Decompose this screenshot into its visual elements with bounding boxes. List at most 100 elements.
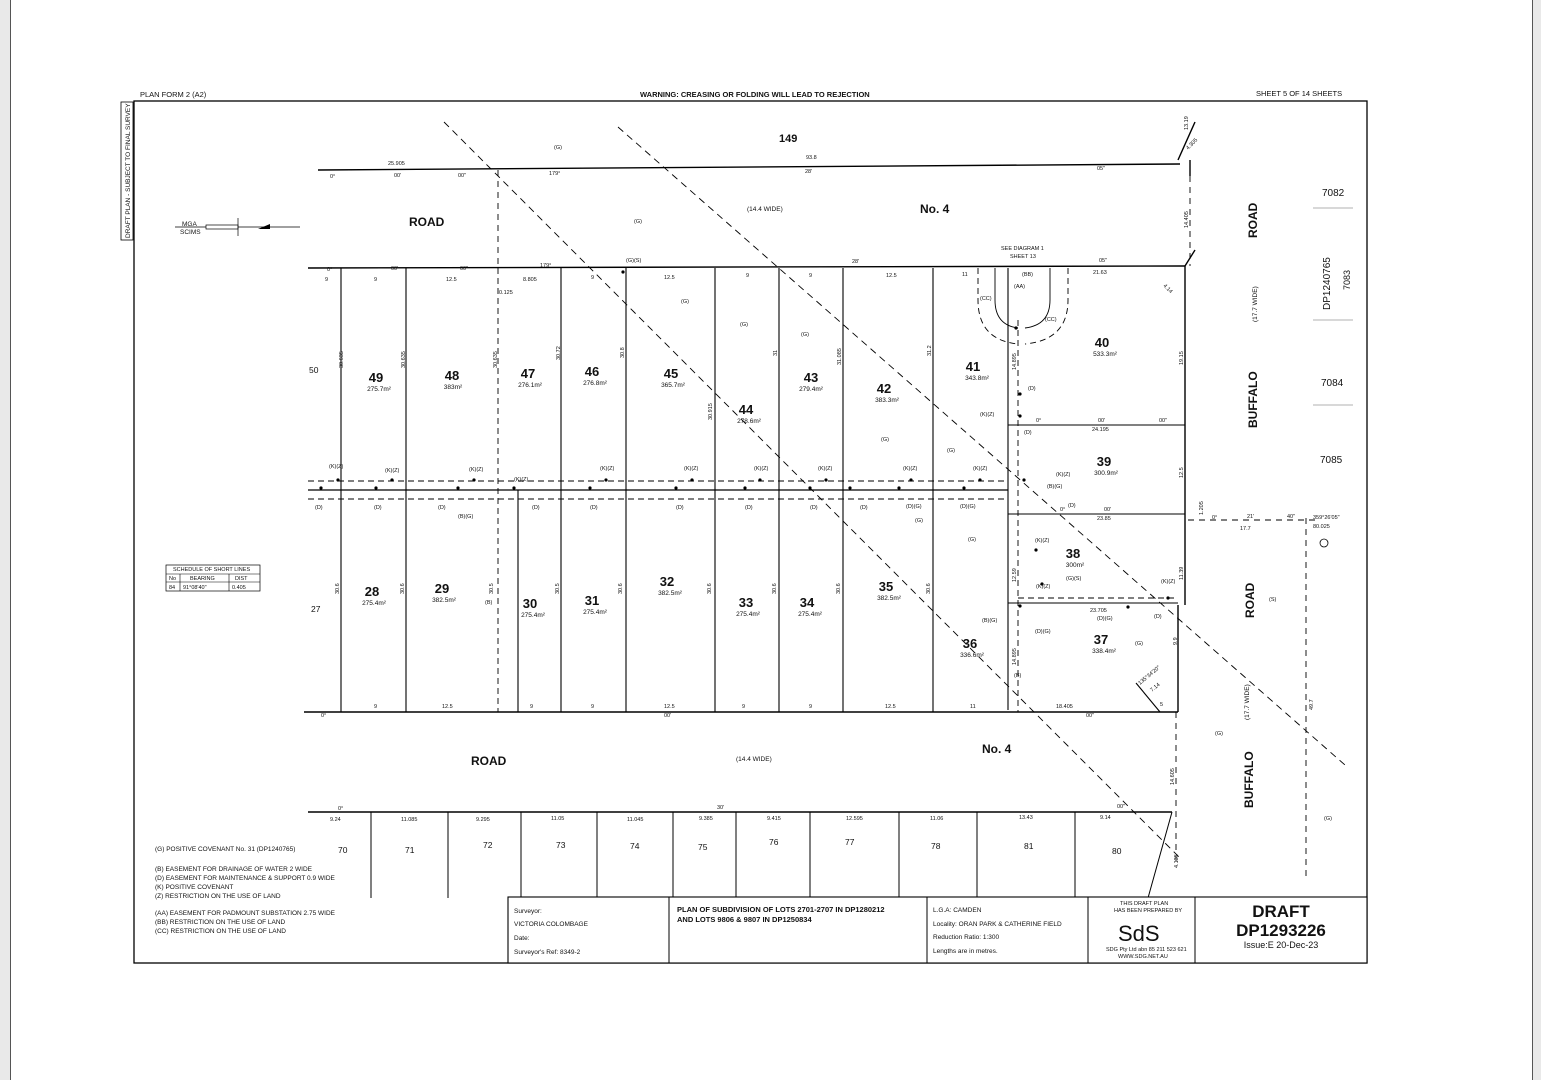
dimension: 9.295 <box>476 817 490 823</box>
dimension: 9.385 <box>699 816 713 822</box>
lot-area: 275.4m² <box>583 609 608 616</box>
dimension: 9 <box>591 275 594 281</box>
dimension: 30.72 <box>556 346 562 360</box>
schedule-header-no: No <box>169 576 176 582</box>
lga: L.G.A: CAMDEN <box>933 907 982 914</box>
dimension: 12.5 <box>446 277 457 283</box>
lot-area: 365.7m² <box>661 382 686 389</box>
neighbour-lot-number: 77 <box>845 837 855 847</box>
svg-text:(K)(Z): (K)(Z) <box>1036 584 1051 590</box>
neighbour-lot-number: 73 <box>556 840 566 850</box>
svg-text:00': 00' <box>1098 418 1105 424</box>
svg-text:00': 00' <box>394 173 401 179</box>
dimension: 9 <box>746 273 749 279</box>
neighbour-lot-number: 76 <box>769 837 779 847</box>
dimension: 11 <box>970 704 976 710</box>
bottom-road-name: ROAD <box>471 754 507 768</box>
locality: Locality: ORAN PARK & CATHERINE FIELD <box>933 921 1062 928</box>
bearing: 359°26'05" <box>1313 515 1340 521</box>
svg-text:(D): (D) <box>1028 386 1036 392</box>
svg-text:(D): (D) <box>438 505 446 511</box>
road-boundaries <box>304 121 1196 813</box>
easement-band <box>308 480 1178 599</box>
svg-text:00": 00" <box>1086 713 1094 719</box>
svg-text:(BB): (BB) <box>1022 272 1033 278</box>
surveyor-name: VICTORIA COLOMBAGE <box>514 921 589 928</box>
lot-area: 275.4m² <box>736 611 761 618</box>
svg-text:(G): (G) <box>1135 641 1143 647</box>
company-web: WWW.SDG.NET.AU <box>1118 954 1168 960</box>
dimension: 49.7 <box>1309 699 1315 710</box>
svg-text:(B): (B) <box>1014 673 1022 679</box>
easement-markers <box>319 270 1170 609</box>
warning-text: WARNING: CREASING OR FOLDING WILL LEAD T… <box>640 90 870 99</box>
lot-area: 382.5m² <box>877 595 902 602</box>
lot-number: 31 <box>585 593 599 608</box>
svg-text:00': 00' <box>664 713 671 719</box>
svg-text:(G): (G) <box>1215 731 1223 737</box>
dimension: 11.06 <box>930 816 943 822</box>
survey-mark-icon <box>1319 538 1329 548</box>
lot-area: 278.6m² <box>737 418 762 425</box>
bottom-road-number: No. 4 <box>982 742 1012 756</box>
svg-text:(K)(Z): (K)(Z) <box>684 466 699 472</box>
dimension: 9.9 <box>1173 637 1179 645</box>
svg-text:(B)(G): (B)(G) <box>458 514 473 520</box>
dimension: 30.635 <box>493 351 499 368</box>
lot-area: 275.7m² <box>367 386 392 393</box>
lot-number: 33 <box>739 595 753 610</box>
company-abn: SDG Pty Ltd abn 85 211 523 621 <box>1106 947 1187 953</box>
dimension: 9 <box>591 704 594 710</box>
svg-text:00': 00' <box>391 266 398 272</box>
svg-text:179°: 179° <box>549 171 560 177</box>
dp-number: DP1293226 <box>1236 921 1326 940</box>
lot-area: 275.4m² <box>362 600 387 607</box>
margin-lot-7085: 7085 <box>1320 455 1343 466</box>
dimension: 31.085 <box>837 348 843 365</box>
legend-item: (BB) RESTRICTION ON THE USE OF LAND <box>155 919 286 926</box>
dimension: 11.085 <box>401 817 417 823</box>
side-note-box <box>120 101 134 241</box>
svg-text:(K)(Z): (K)(Z) <box>973 466 988 472</box>
lot-number: 46 <box>585 364 599 379</box>
right-margin-annotations: 7082 DP1240765 7083 7084 7085 <box>1313 188 1353 548</box>
dimension: 12.5 <box>664 275 675 281</box>
lot-number: 32 <box>660 574 674 589</box>
dimension: 21.63 <box>1093 270 1107 276</box>
svg-text:(G): (G) <box>1324 816 1332 822</box>
svg-text:(D)(G): (D)(G) <box>1035 629 1051 635</box>
lot-area: 383.3m² <box>875 397 900 404</box>
svg-text:(G): (G) <box>554 145 562 151</box>
sds-logo: SdS <box>1118 921 1160 946</box>
svg-text:0°: 0° <box>327 267 332 273</box>
side-note: DRAFT PLAN - SUBJECT TO FINAL SURVEY <box>125 103 132 238</box>
svg-text:(S): (S) <box>1269 597 1277 603</box>
legend-item: (K) POSITIVE COVENANT <box>155 884 233 891</box>
buffalo-lower-width: (17.7 WIDE) <box>1244 684 1251 720</box>
see-diagram-sheet: SHEET 13 <box>1010 254 1036 260</box>
dimension: 13.43 <box>1019 815 1033 821</box>
top-road-name: ROAD <box>409 215 445 229</box>
dimension: 8.805 <box>523 277 537 283</box>
date-label: Date: <box>514 935 530 942</box>
dimension: 12.5 <box>442 704 453 710</box>
lot-area: 383m² <box>444 384 463 391</box>
upper-lot-boundaries <box>340 268 1185 710</box>
dimension: 17.7 <box>1240 526 1251 532</box>
plan-frame <box>133 100 1368 964</box>
svg-text:(D): (D) <box>1154 614 1162 620</box>
svg-text:(D): (D) <box>590 505 598 511</box>
dimension: 14.605 <box>1170 768 1176 785</box>
lot-area: 279.4m² <box>799 386 824 393</box>
margin-dp-ref: DP1240765 <box>1322 257 1333 310</box>
svg-text:00': 00' <box>1104 507 1111 513</box>
svg-text:(AA): (AA) <box>1014 284 1025 290</box>
title-block: Surveyor: VICTORIA COLOMBAGE Date: Surve… <box>507 896 1368 964</box>
svg-text:179°: 179° <box>540 263 551 269</box>
top-road-width: (14.4 WIDE) <box>747 206 783 213</box>
dimension: 30.635 <box>339 351 345 368</box>
dimension: 11 <box>962 272 968 278</box>
svg-text:00": 00" <box>460 266 468 272</box>
svg-text:(D): (D) <box>676 505 684 511</box>
